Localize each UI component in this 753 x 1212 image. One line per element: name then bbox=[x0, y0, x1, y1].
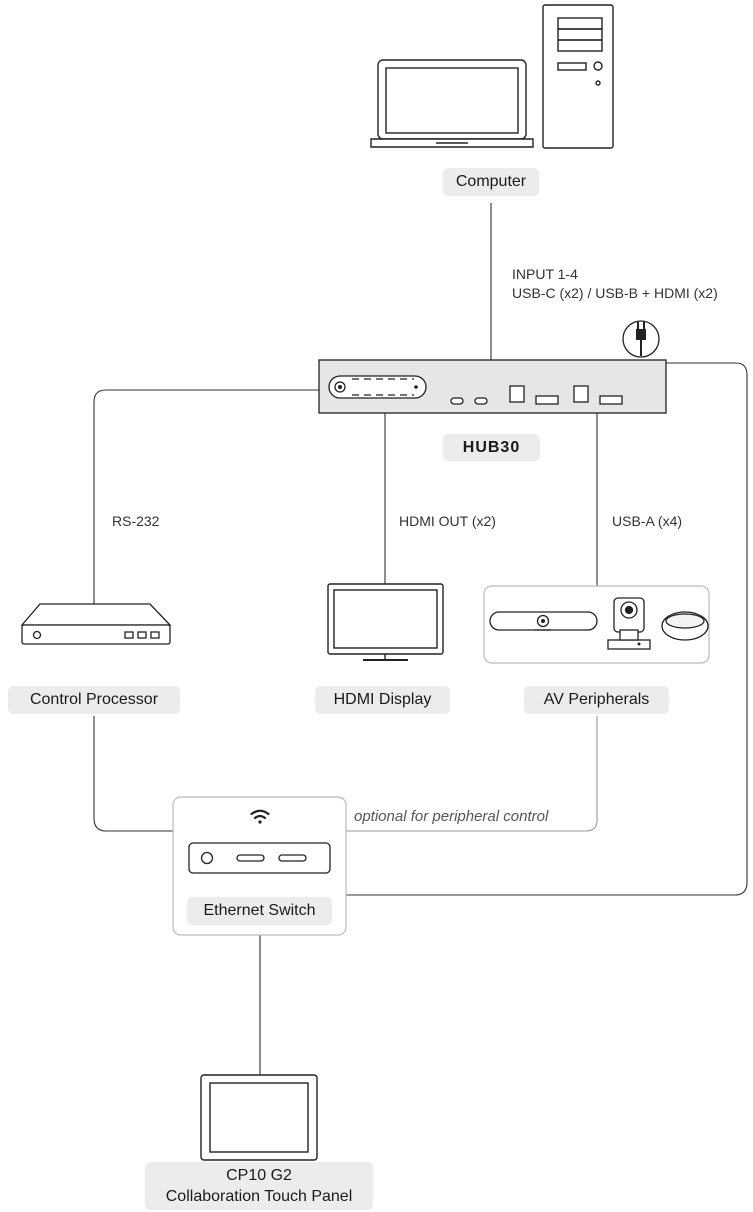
ethernet-switch-label: Ethernet Switch bbox=[187, 897, 332, 925]
rs232-caption: RS-232 bbox=[112, 513, 160, 529]
control-network-link bbox=[93, 716, 173, 832]
speakerphone-icon bbox=[661, 611, 709, 641]
control-processor-label: Control Processor bbox=[8, 686, 180, 714]
wifi-icon bbox=[250, 809, 270, 824]
input-caption-line2: USB-C (x2) / USB-B + HDMI (x2) bbox=[512, 285, 718, 301]
monitor-icon bbox=[327, 583, 444, 661]
optional-caption: optional for peripheral control bbox=[352, 808, 551, 825]
hub30-label: HUB30 bbox=[443, 434, 540, 461]
power-plug-icon bbox=[622, 320, 660, 358]
hdmi-out-caption: HDMI OUT (x2) bbox=[399, 513, 496, 529]
rs232-link bbox=[93, 389, 319, 604]
input-caption-line1: INPUT 1-4 bbox=[512, 266, 578, 282]
usb-a-caption: USB-A (x4) bbox=[612, 513, 683, 529]
desktop-tower-icon bbox=[542, 4, 614, 149]
hub-network-link bbox=[346, 362, 748, 896]
computer-label: Computer bbox=[443, 168, 539, 196]
control-processor-icon bbox=[20, 603, 172, 645]
laptop-icon bbox=[370, 59, 534, 148]
optional-link bbox=[346, 716, 598, 832]
hub30-device bbox=[318, 359, 667, 414]
video-bar-icon bbox=[489, 611, 598, 631]
switch-device-icon bbox=[188, 842, 331, 874]
touch-panel-icon bbox=[200, 1074, 318, 1161]
av-peripherals-label: AV Peripherals bbox=[524, 686, 669, 714]
hdmi-display-label: HDMI Display bbox=[315, 686, 450, 714]
touch-panel-label-line1: CP10 G2 bbox=[226, 1167, 292, 1184]
touch-panel-label: CP10 G2 Collaboration Touch Panel bbox=[145, 1162, 373, 1210]
touch-panel-label-line2: Collaboration Touch Panel bbox=[165, 1188, 353, 1205]
ptz-camera-icon bbox=[607, 597, 651, 650]
